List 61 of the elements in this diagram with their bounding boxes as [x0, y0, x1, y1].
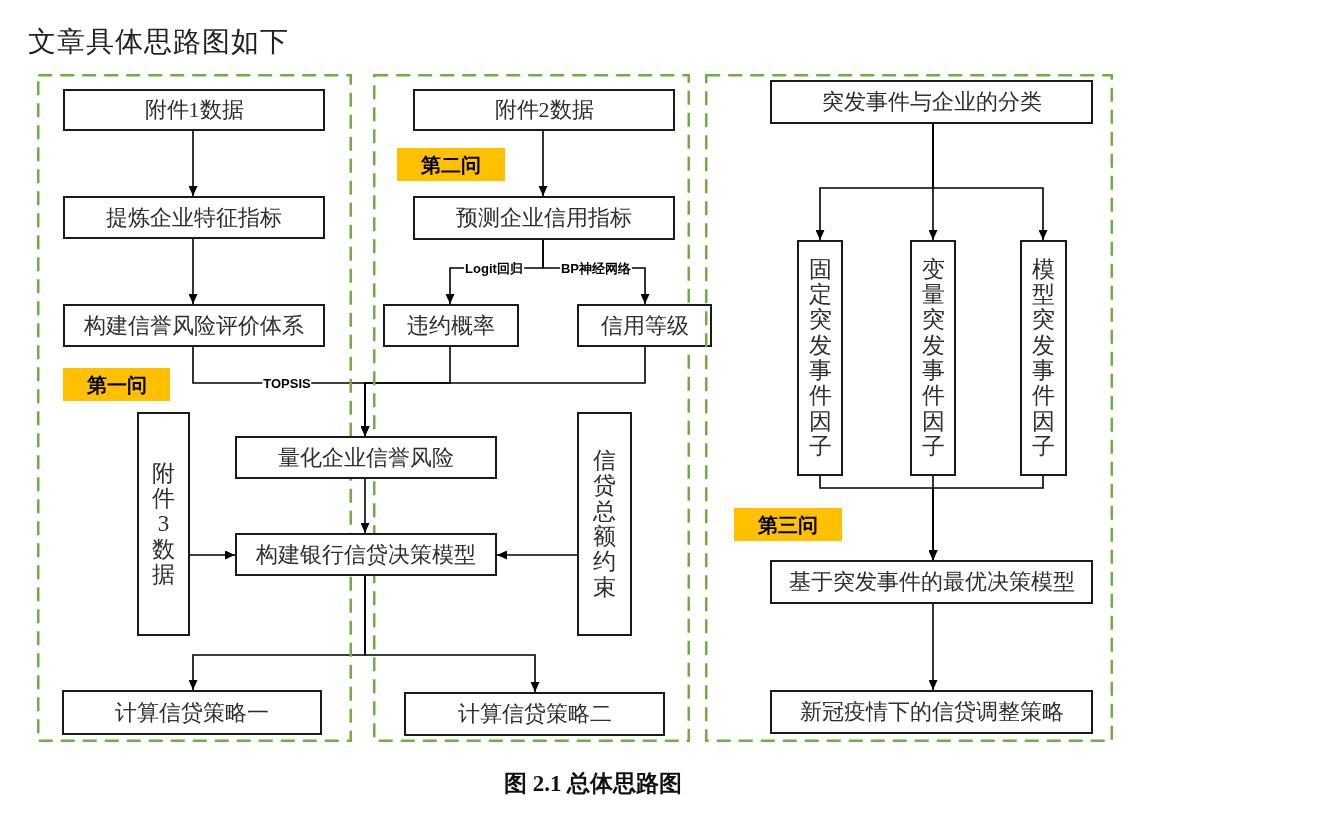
- vertical-box: [1020, 240, 1067, 476]
- arrow: [364, 575, 540, 693]
- step-label: 新冠疫情下的信贷调整策略: [799, 698, 1064, 726]
- figure-caption: 图 2.1 总体思路图: [503, 770, 683, 798]
- step-label: 计算信贷策略二: [457, 700, 612, 728]
- question-tag: [397, 148, 505, 181]
- process-box: [62, 690, 322, 735]
- step-label: 基于突发事件的最优决策模型: [788, 568, 1075, 596]
- step-label: 附件2数据: [494, 96, 594, 124]
- process-box: [770, 690, 1093, 734]
- step-label: 变量突发事件因子: [921, 256, 945, 460]
- vertical-box: [577, 412, 632, 636]
- process-box: [413, 196, 675, 240]
- dashed-panel: [705, 74, 1113, 742]
- question-tag: [63, 368, 170, 401]
- question-tag: [734, 508, 842, 541]
- edge-label: Logit回归: [464, 261, 524, 275]
- step-label: 计算信贷策略一: [115, 698, 269, 727]
- arrow: [928, 475, 1044, 561]
- arrow: [496, 550, 578, 560]
- arrow: [928, 603, 938, 691]
- arrow: [188, 238, 198, 305]
- heading: 文章具体思路图如下: [28, 25, 289, 59]
- vertical-box: [797, 240, 843, 476]
- process-box: [63, 304, 325, 347]
- step-label: 附件1数据: [144, 96, 244, 124]
- edge-label: TOPSIS: [262, 376, 312, 390]
- step-label: 信贷总额约束: [593, 448, 616, 600]
- process-box: [413, 89, 675, 131]
- step-label: 构建信誉风险评价体系: [84, 311, 304, 340]
- tag-label: 第一问: [86, 374, 147, 395]
- step-label: 固定突发事件因子: [808, 256, 832, 460]
- process-box: [770, 560, 1093, 604]
- tag-label: 第二问: [421, 154, 481, 175]
- process-box: [235, 533, 497, 576]
- arrow: [189, 550, 236, 560]
- step-label: 违约概率: [407, 311, 495, 340]
- process-box: [63, 196, 325, 239]
- step-label: 突发事件与企业的分类: [821, 88, 1042, 116]
- arrow: [188, 130, 198, 197]
- edge-label: BP神经网络: [559, 261, 633, 275]
- process-box: [577, 304, 712, 347]
- step-label: 量化企业信誉风险: [278, 443, 454, 472]
- step-label: 预测企业信用指标: [456, 204, 632, 232]
- process-box: [770, 80, 1093, 124]
- vertical-box: [137, 412, 190, 636]
- arrow: [932, 123, 1048, 241]
- process-box: [63, 89, 325, 131]
- arrow: [360, 346, 646, 437]
- step-label: 构建银行信贷决策模型: [256, 540, 476, 569]
- process-box: [383, 304, 519, 347]
- vertical-box: [910, 240, 956, 476]
- step-label: 信用等级: [600, 311, 689, 340]
- process-box: [404, 692, 665, 736]
- tag-label: 第三问: [758, 514, 818, 535]
- step-label: 提炼企业特征指标: [106, 203, 282, 232]
- arrow: [360, 478, 370, 534]
- step-label: 模型突发事件因子: [1032, 256, 1055, 460]
- process-box: [235, 436, 497, 479]
- arrow: [538, 130, 548, 197]
- step-label: 附件3数据: [152, 460, 175, 588]
